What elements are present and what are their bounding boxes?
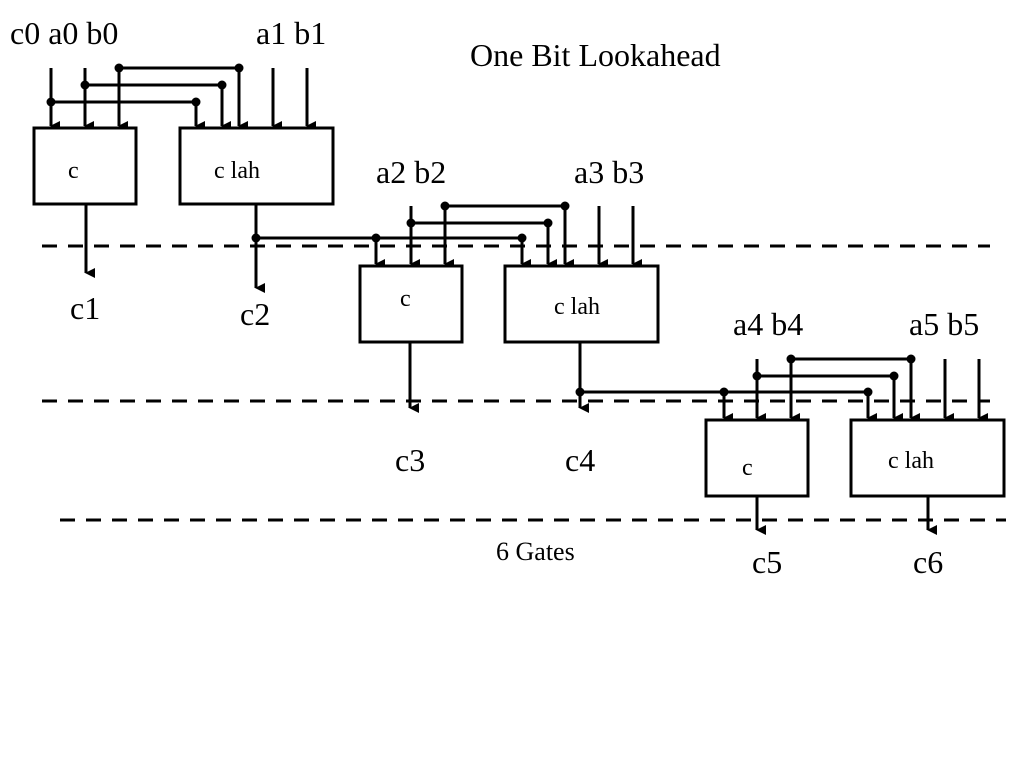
gate-c-lah-stage-1: c lah: [178, 126, 335, 206]
output-c4: c4: [565, 442, 595, 478]
gate-c-stage-3: c: [704, 418, 810, 498]
gate-c-lah-label: c lah: [888, 448, 934, 474]
input-label-a5-b5: a5 b5: [909, 306, 979, 342]
gate-count-label: 6 Gates: [496, 537, 575, 566]
input-label-c0-a0-b0: c0 a0 b0: [10, 15, 118, 51]
gate-c-lah-label: c lah: [554, 294, 600, 320]
gate-c-stage-2: c: [358, 264, 464, 344]
gate-c-lah-label: c lah: [214, 158, 260, 184]
gate-c-lah-stage-2: c lah: [503, 264, 660, 344]
output-c1: c1: [70, 290, 100, 326]
input-label-a1-b1: a1 b1: [256, 15, 326, 51]
input-label-a4-b4: a4 b4: [733, 306, 803, 342]
gate-c-label: c: [68, 158, 79, 184]
output-c2: c2: [240, 296, 270, 332]
gate-c-stage-1: c: [32, 126, 138, 206]
output-c3: c3: [395, 442, 425, 478]
stage-1-wiring: [46, 63, 531, 293]
stage-3-wiring: [752, 354, 988, 535]
input-label-a3-b3: a3 b3: [574, 154, 644, 190]
gate-c-label: c: [742, 455, 753, 481]
gate-c-lah-stage-3: c lah: [849, 418, 1006, 498]
gate-c-label: c: [400, 286, 411, 312]
diagram-title: One Bit Lookahead: [470, 37, 721, 73]
stage-2-wiring: [406, 201, 877, 423]
output-c5: c5: [752, 544, 782, 580]
output-c6: c6: [913, 544, 943, 580]
input-label-a2-b2: a2 b2: [376, 154, 446, 190]
